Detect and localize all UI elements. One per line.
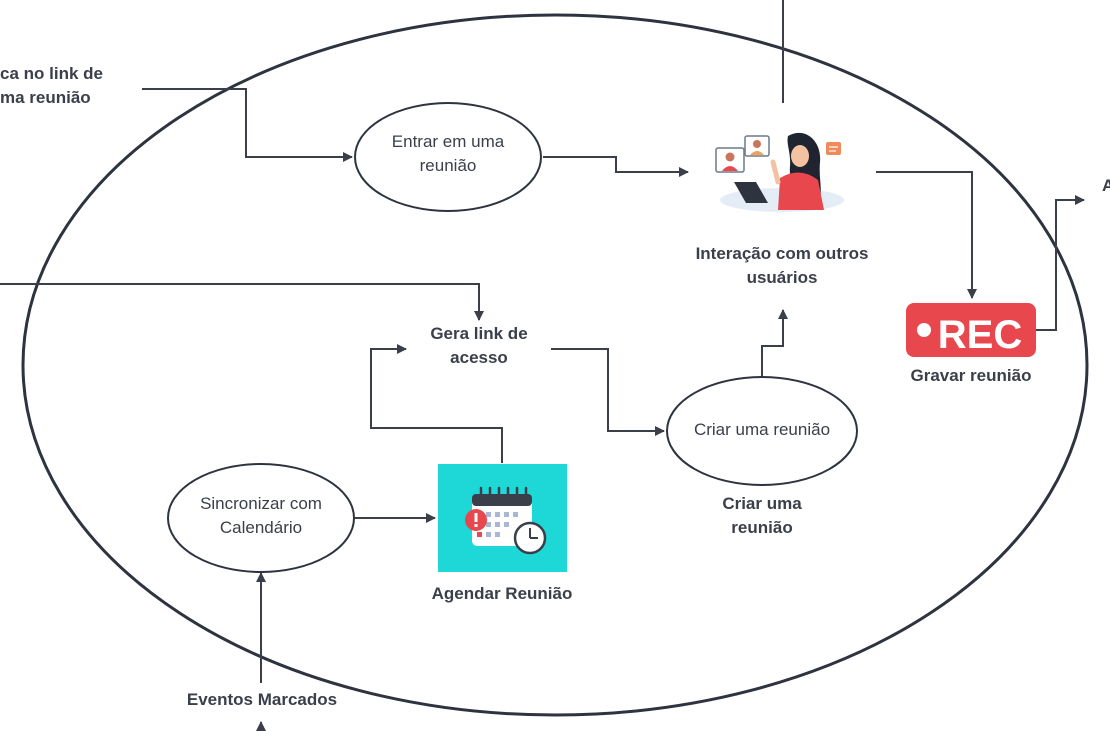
rec-text: REC xyxy=(938,313,1022,357)
video-call-illustration xyxy=(715,132,844,212)
edge-interacao-to-rec xyxy=(876,171,977,299)
edge-rec-to-right xyxy=(1036,195,1085,331)
edge-left-to-gera xyxy=(0,283,484,321)
system-boundary xyxy=(21,13,1089,717)
label-gera-link: Gera link de acesso xyxy=(430,324,528,367)
edge-criar-to-interacao xyxy=(761,309,788,377)
usecase-entrar-ellipse xyxy=(354,102,542,212)
usecase-entrar: Entrar em uma reunião xyxy=(391,132,505,175)
usecase-sincronizar-ellipse xyxy=(167,463,355,573)
usecase-criar-ellipse xyxy=(666,376,858,486)
edge-entrar-to-interacao xyxy=(543,156,689,177)
label-eventos: Eventos Marcados xyxy=(186,690,338,709)
usecase-sincronizar: Sincronizar com Calendário xyxy=(200,494,322,537)
label-clica-link: ca no link de ma reunião xyxy=(0,64,103,107)
edge-agendar-to-gera xyxy=(370,344,503,463)
label-right-cut: A xyxy=(1102,176,1110,195)
edge-clica-to-entrar xyxy=(142,88,353,162)
label-agendar: Agendar Reunião xyxy=(431,584,573,603)
label-interacao: Interação com outros usuários xyxy=(695,244,869,287)
usecase-criar: Criar uma reunião xyxy=(693,420,831,439)
rec-icon: REC xyxy=(906,303,1036,357)
label-criar-caption: Criar uma reunião xyxy=(722,494,802,537)
label-gravar: Gravar reunião xyxy=(910,366,1032,385)
calendar-clock-icon xyxy=(438,464,567,572)
edge-gera-to-criar xyxy=(551,348,665,436)
